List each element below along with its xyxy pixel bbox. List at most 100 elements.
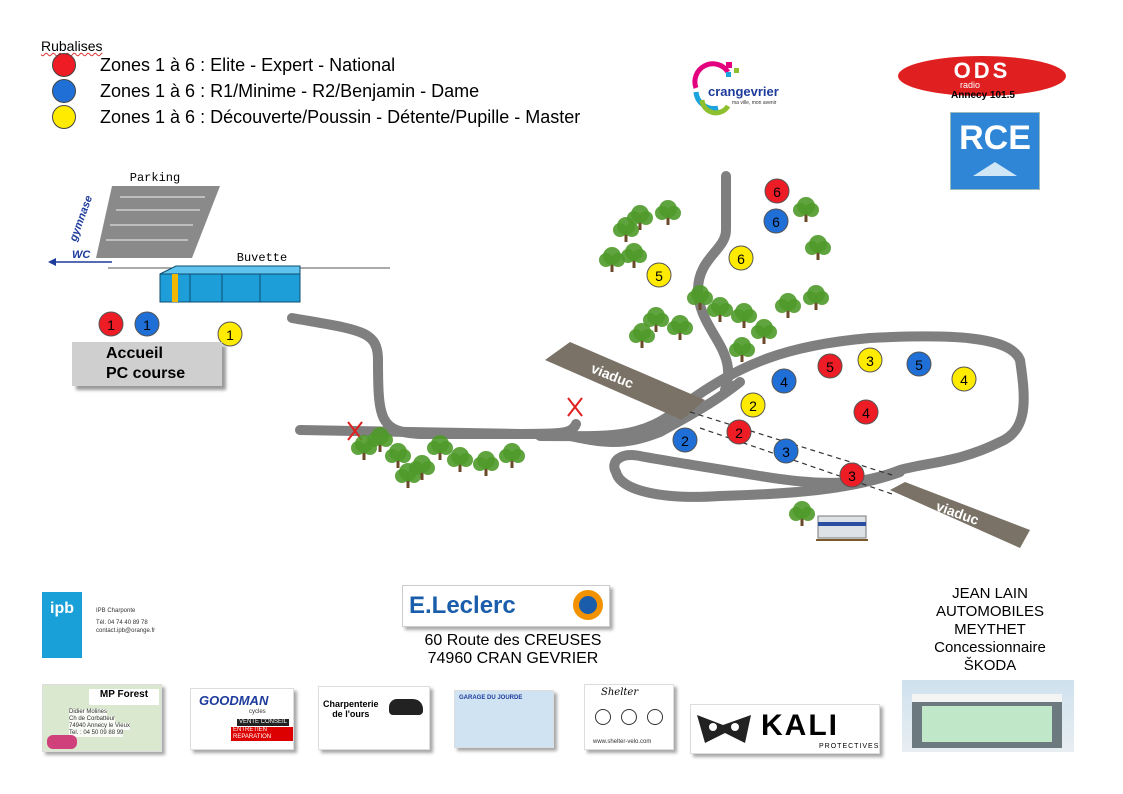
zone-marker-blue-2: 2 — [672, 427, 698, 453]
legend-prefix: Zones 1 à 6 : — [100, 106, 211, 127]
tree-icon — [775, 293, 801, 318]
red-dot-icon — [52, 53, 76, 77]
accueil-label: Accueil — [106, 345, 163, 362]
mp-forest-sponsor: MP Forest Didier Molines Ch de Corbatteu… — [42, 684, 162, 752]
tree-icon — [751, 319, 777, 344]
leaf-icon — [647, 709, 663, 725]
zone-marker-yellow-5: 5 — [646, 262, 672, 288]
tree-icon — [729, 337, 755, 362]
tree-icon — [621, 243, 647, 268]
zone-number: 5 — [826, 359, 834, 375]
goodman-sponsor: GOODMAN cycles VENTE CONSEIL ENTRETIEN R… — [190, 688, 294, 750]
tree-icon — [367, 427, 393, 452]
gymnase-label: gymnase — [67, 194, 95, 244]
zone-number: 3 — [782, 444, 790, 460]
tree-icon — [805, 235, 831, 260]
charpenterie-sponsor: Charpenterie de l'ours — [318, 686, 430, 750]
zone-number: 5 — [655, 268, 663, 284]
zone-marker-red-2: 2 — [726, 419, 752, 445]
viaduc-1 — [545, 342, 705, 420]
zone-marker-yellow-6: 6 — [728, 245, 754, 271]
ipb-logo: ipb — [42, 592, 82, 658]
tree-icon — [385, 443, 411, 468]
leclerc-name: E.Leclerc — [409, 592, 516, 619]
zone-number: 1 — [107, 317, 115, 333]
tree-icon — [655, 200, 681, 225]
legend-prefix: Zones 1 à 6 : — [100, 80, 211, 101]
zone-number: 2 — [735, 425, 743, 441]
train-icon — [816, 515, 868, 541]
leclerc-logo: E.Leclerc — [402, 585, 610, 627]
zone-marker-yellow-2: 2 — [740, 392, 766, 418]
pc-course-label: PC course — [106, 365, 186, 382]
tree-icon — [643, 307, 669, 332]
tree-icon — [499, 443, 525, 468]
zone-number: 2 — [681, 433, 689, 449]
tree-icon — [803, 285, 829, 310]
leclerc-address: 60 Route des CREUSES 74960 CRAN GEVRIER — [424, 632, 602, 667]
parking-label: Parking — [130, 171, 180, 185]
crangevrier-text: crangevrier — [708, 84, 779, 99]
hand-icon — [621, 709, 637, 725]
zone-marker-yellow-1: 1 — [217, 321, 243, 347]
zone-number: 1 — [226, 327, 234, 343]
zone-marker-blue-1: 1 — [134, 311, 160, 337]
zone-number: 3 — [866, 353, 874, 369]
zone-number: 6 — [773, 184, 781, 200]
tree-icon — [687, 285, 713, 310]
leclerc-emblem-icon — [573, 590, 603, 620]
zone-number: 2 — [749, 398, 757, 414]
recycle-icon — [595, 709, 611, 725]
zone-marker-yellow-4: 4 — [951, 366, 977, 392]
legend-item-blue: Zones 1 à 6 : R1/Minime - R2/Benjamin - … — [52, 78, 479, 104]
legend-prefix: Zones 1 à 6 : — [100, 54, 211, 75]
kali-sponsor: KALI PROTECTIVES — [690, 704, 880, 754]
zone-number: 4 — [780, 374, 788, 390]
legend-categories: Découverte/Poussin - Détente/Pupille - M… — [210, 106, 581, 127]
tree-icon — [707, 297, 733, 322]
zone-number: 5 — [915, 357, 923, 373]
tree-icon — [629, 323, 655, 348]
zone-number: 4 — [960, 372, 968, 388]
legend-categories: Elite - Expert - National — [210, 54, 396, 75]
buvette-tents — [159, 265, 301, 303]
closed-cross-icon — [567, 397, 583, 417]
yellow-dot-icon — [52, 105, 76, 129]
railway-dashed-line — [699, 427, 893, 495]
zone-marker-blue-6: 6 — [763, 208, 789, 234]
jean-lain-sponsor: JEAN LAIN AUTOMOBILES MEYTHET Concession… — [934, 585, 1046, 674]
trees — [351, 197, 831, 526]
zone-marker-red-3: 3 — [839, 462, 865, 488]
shelter-sponsor: Shelter www.shelter-velo.com — [584, 684, 674, 750]
ipb-sponsor: ipb IPB Charponte Tél. 04 74 40 89 78 co… — [40, 588, 190, 662]
crangevrier-logo: crangevrier ma ville, mon avenir — [688, 58, 798, 118]
zone-marker-red-6: 6 — [764, 178, 790, 204]
viaduc-2 — [890, 482, 1030, 548]
ods-radio-logo: ODS — [898, 56, 1066, 96]
zone-marker-red-5: 5 — [817, 353, 843, 379]
zone-number: 6 — [772, 214, 780, 230]
kali-mask-icon — [697, 715, 751, 743]
tree-icon — [627, 205, 653, 230]
tree-icon — [667, 315, 693, 340]
legend-item-yellow: Zones 1 à 6 : Découverte/Poussin - Déten… — [52, 104, 580, 130]
zone-number: 3 — [848, 468, 856, 484]
zone-marker-red-4: 4 — [853, 399, 879, 425]
legend-item-red: Zones 1 à 6 : Elite - Expert - National — [52, 52, 395, 78]
tree-icon — [599, 247, 625, 272]
zone-number: 6 — [737, 251, 745, 267]
blue-dot-icon — [52, 79, 76, 103]
tree-icon — [613, 217, 639, 242]
garage-sponsor: GARAGE DU JOURDE — [454, 690, 554, 748]
ods-frequency: Annecy 101.5 — [951, 90, 1015, 101]
parking-lines — [106, 196, 205, 241]
zone-marker-blue-5: 5 — [906, 351, 932, 377]
tree-icon — [447, 447, 473, 472]
accueil-pc-course-box: Accueil PC course — [72, 342, 222, 386]
zone-marker-yellow-3: 3 — [857, 347, 883, 373]
tree-icon — [793, 197, 819, 222]
tree-icon — [731, 303, 757, 328]
legend-title: Rubalises — [41, 38, 103, 54]
tree-icon — [473, 451, 499, 476]
